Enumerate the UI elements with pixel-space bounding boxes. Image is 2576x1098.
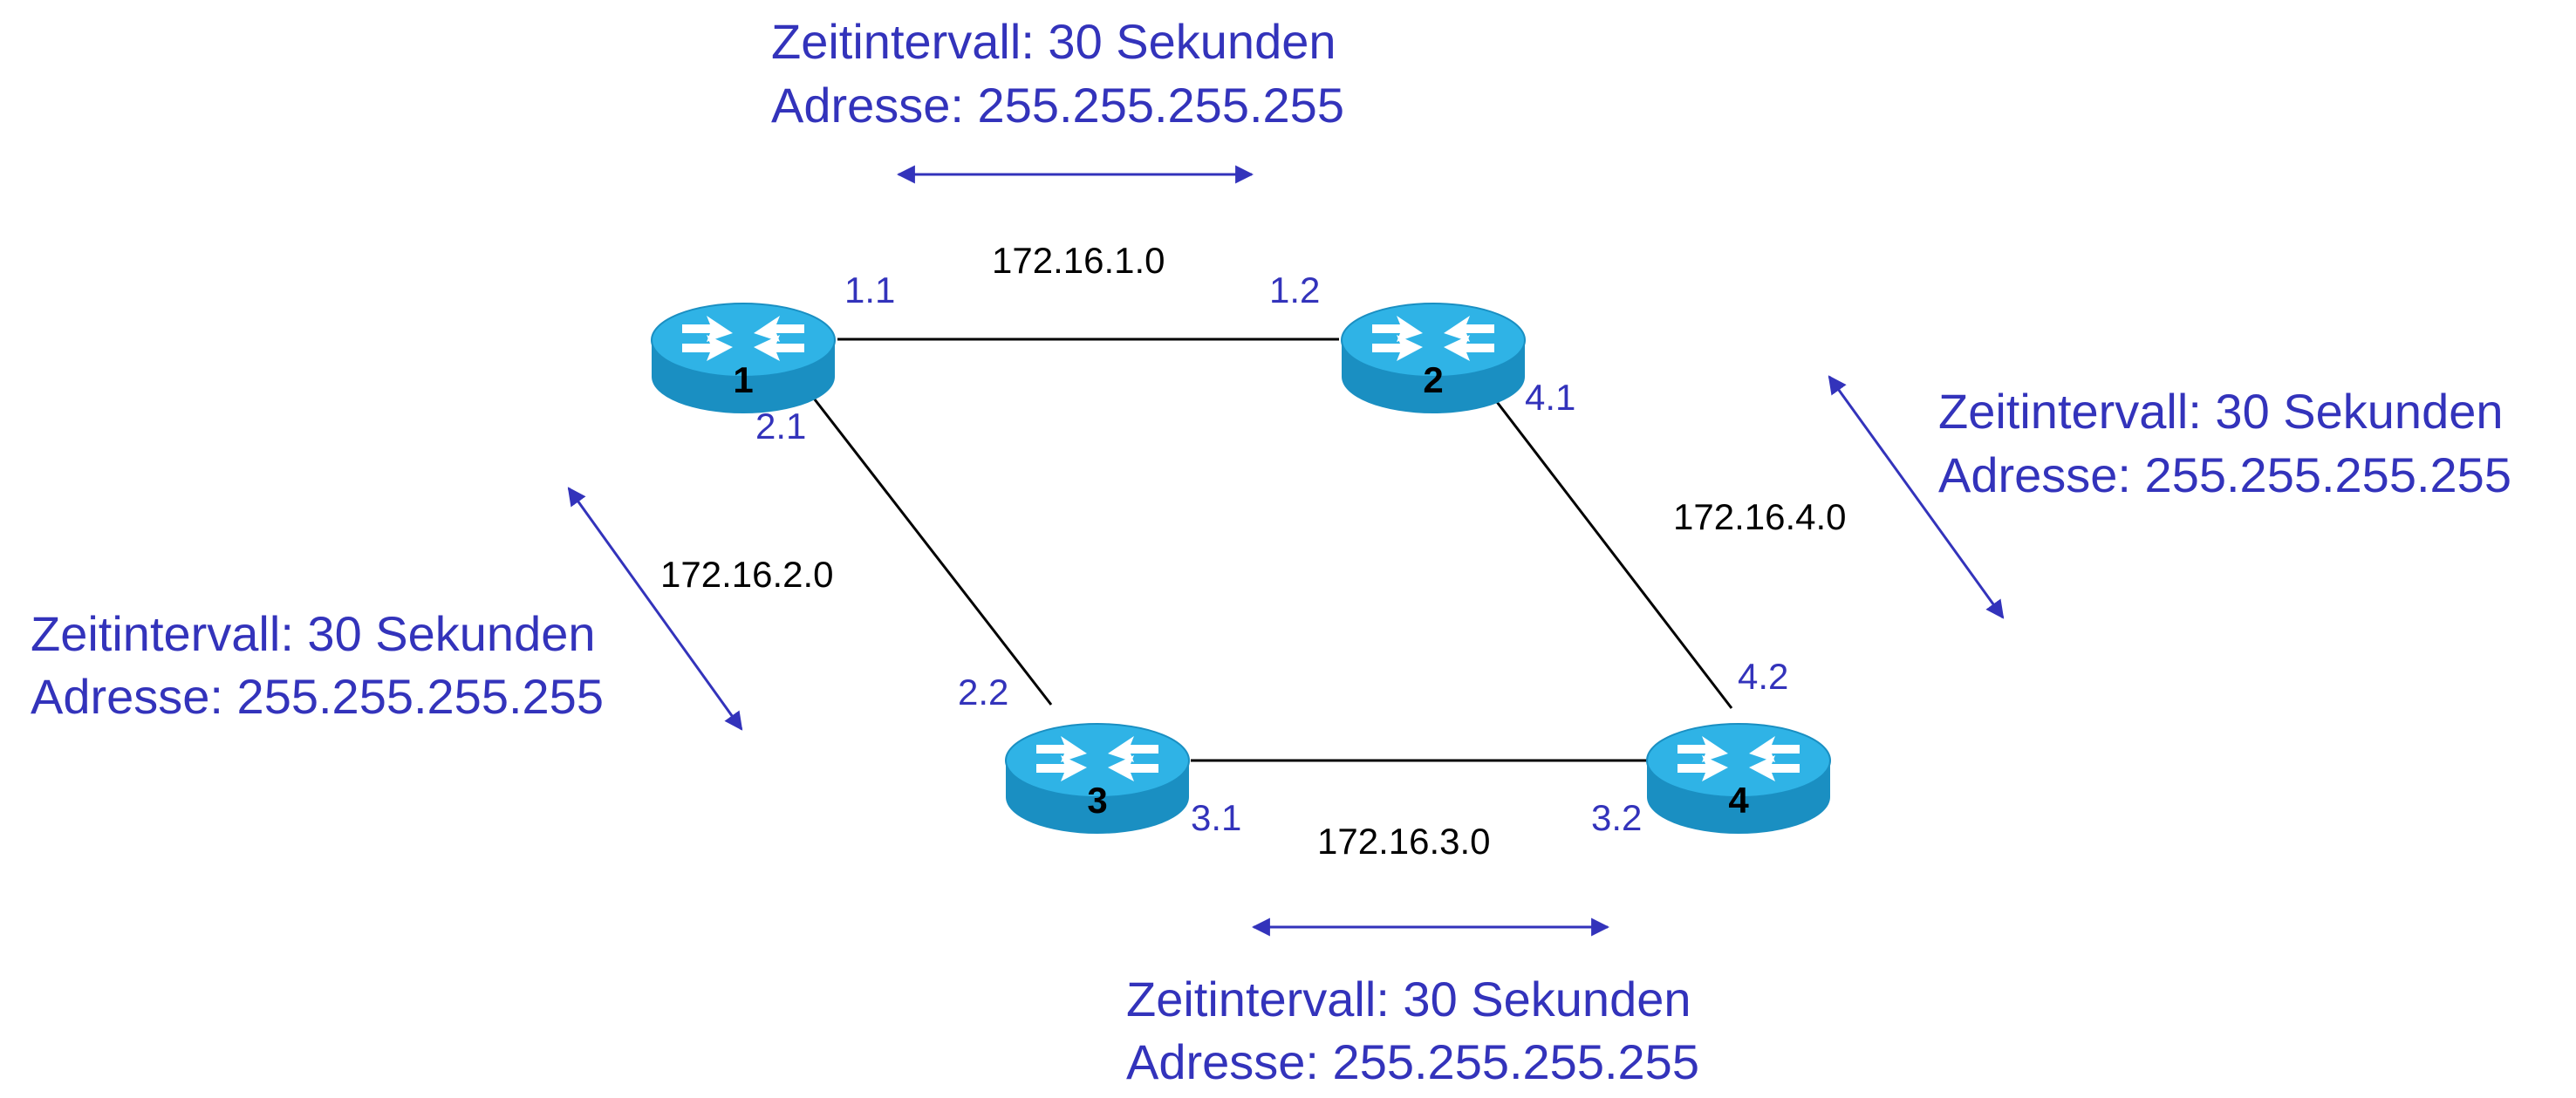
router-label: 4 xyxy=(1728,780,1749,821)
network-label-3-4: 172.16.3.0 xyxy=(1317,821,1491,862)
update-interval-text: Zeitintervall: 30 Sekunden xyxy=(1126,972,1691,1026)
update-interval-text: Zeitintervall: 30 Sekunden xyxy=(31,606,596,661)
update-interval-text: Zeitintervall: 30 Sekunden xyxy=(771,14,1336,69)
update-info-right: Zeitintervall: 30 Sekunden Adresse: 255.… xyxy=(1938,384,2511,502)
update-arrow-left xyxy=(567,487,743,731)
network-label-1-2: 172.16.1.0 xyxy=(992,240,1165,281)
link-2-4 xyxy=(1481,383,1733,709)
update-address-text: Adresse: 255.255.255.255 xyxy=(1126,1034,1699,1089)
update-arrow-right xyxy=(1828,375,2005,619)
iface-label-r1-bottom: 2.1 xyxy=(755,406,806,447)
network-label-1-3: 172.16.2.0 xyxy=(660,554,834,595)
iface-label-r4-left: 3.2 xyxy=(1591,797,1642,838)
update-info-bottom: Zeitintervall: 30 Sekunden Adresse: 255.… xyxy=(1126,972,1699,1089)
router-4: 4 xyxy=(1646,723,1831,834)
iface-label-r3-top: 2.2 xyxy=(958,672,1008,713)
update-address-text: Adresse: 255.255.255.255 xyxy=(771,78,1344,133)
router-arrows-icon xyxy=(1036,736,1158,781)
router-arrows-icon xyxy=(1677,736,1800,781)
update-address-text: Adresse: 255.255.255.255 xyxy=(1938,447,2511,502)
router-1: 1 xyxy=(651,303,836,413)
router-label: 2 xyxy=(1423,359,1443,400)
update-info-left: Zeitintervall: 30 Sekunden Adresse: 255.… xyxy=(31,606,604,724)
update-address-text: Adresse: 255.255.255.255 xyxy=(31,669,604,724)
router-label: 1 xyxy=(733,359,753,400)
iface-label-r2-left: 1.2 xyxy=(1269,269,1320,310)
iface-label-r4-top: 4.2 xyxy=(1738,656,1788,697)
update-info-top: Zeitintervall: 30 Sekunden Adresse: 255.… xyxy=(771,14,1344,133)
network-label-2-4: 172.16.4.0 xyxy=(1673,496,1847,537)
router-arrows-icon xyxy=(682,316,804,361)
iface-label-r3-right: 3.1 xyxy=(1191,797,1241,838)
link-1-3 xyxy=(801,383,1053,706)
router-arrows-icon xyxy=(1372,316,1494,361)
router-label: 3 xyxy=(1087,780,1107,821)
router-3: 3 xyxy=(1005,723,1190,834)
iface-label-r1-top: 1.1 xyxy=(844,269,895,310)
router-2: 2 xyxy=(1341,303,1526,413)
update-interval-text: Zeitintervall: 30 Sekunden xyxy=(1938,384,2504,439)
iface-label-r2-bottom: 4.1 xyxy=(1525,377,1575,418)
